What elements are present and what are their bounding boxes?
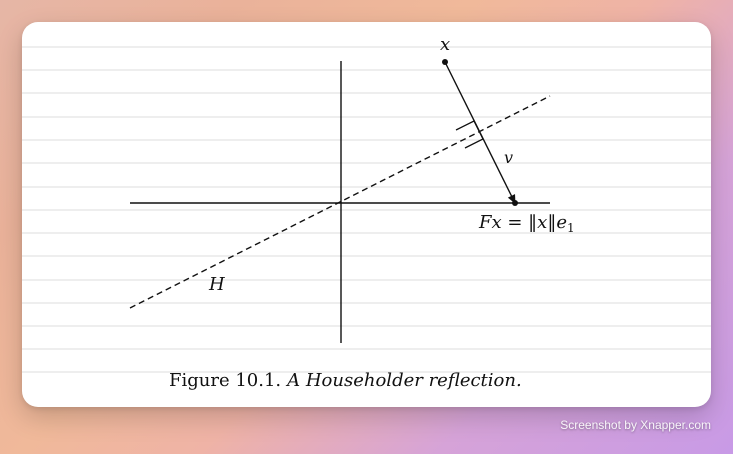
- figure-card: x v H Fx = ‖x‖e1 Figure 10.1.A Household…: [22, 22, 711, 407]
- label-v: v: [504, 148, 513, 167]
- watermark: Screenshot by Xnapper.com: [560, 418, 711, 432]
- label-fx-subscript: 1: [567, 221, 575, 235]
- label-h: H: [208, 274, 225, 295]
- hyperplane-line: [129, 95, 551, 309]
- caption-number: Figure 10.1.: [169, 370, 282, 391]
- right-angle-marker: [455, 120, 484, 149]
- label-fx: Fx = ‖x‖e1: [478, 212, 575, 235]
- figure-caption: Figure 10.1.A Householder reflection.: [169, 370, 522, 391]
- householder-diagram: x v H Fx = ‖x‖e1: [129, 34, 575, 343]
- label-x: x: [440, 34, 450, 55]
- label-fx-main: Fx = ‖x‖e: [478, 212, 567, 233]
- point-fx: [512, 200, 518, 206]
- caption-title: A Householder reflection.: [287, 370, 522, 391]
- point-x: [442, 59, 448, 65]
